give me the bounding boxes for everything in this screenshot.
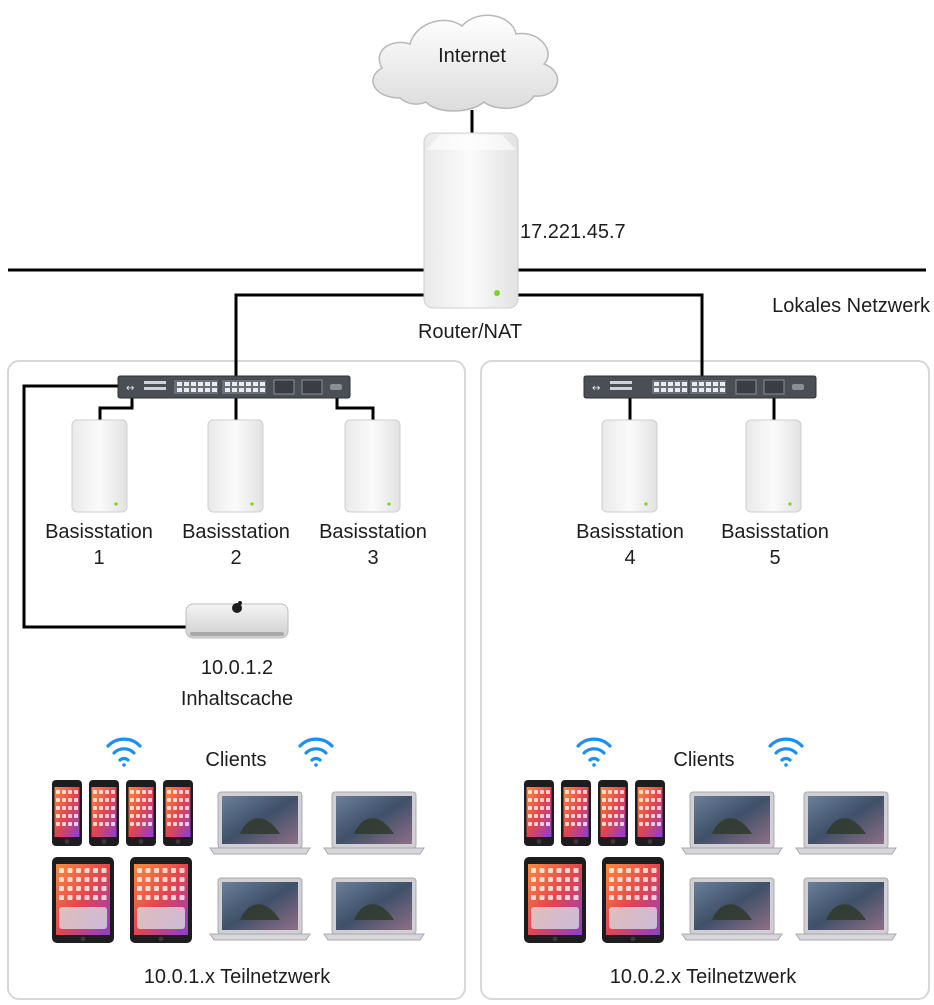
iphone-icon — [52, 780, 82, 846]
cache-ip-label: 10.0.1.2 — [200, 657, 274, 679]
wifi-icon — [298, 737, 334, 767]
macbook-icon — [323, 791, 425, 855]
iphone-icon — [89, 780, 119, 846]
router-device — [423, 132, 519, 309]
router-link-right — [518, 293, 704, 378]
wifi-icon — [106, 737, 142, 767]
base-station-3 — [344, 419, 401, 513]
wifi-icon — [576, 737, 612, 767]
iphone-icon — [561, 780, 591, 846]
station-2-label: Basisstation 2 — [182, 521, 290, 569]
switch-right: ↔ — [583, 375, 817, 399]
macbook-icon — [795, 877, 897, 941]
subnet-label-right: 10.0.2.x Teilnetzwerk — [609, 966, 797, 988]
router-label: Router/NAT — [417, 321, 523, 343]
clients-label-left: Clients — [205, 749, 267, 771]
ipad-icon — [52, 857, 114, 943]
ipad-icon — [524, 857, 586, 943]
svg-text:↔: ↔ — [592, 383, 600, 394]
macbook-icon — [681, 877, 783, 941]
cache-label: Inhaltscache — [180, 688, 294, 710]
subnet-label-left: 10.0.1.x Teilnetzwerk — [143, 966, 331, 988]
cloud-icon — [372, 14, 559, 112]
base-station-4 — [601, 419, 658, 513]
ipad-icon — [602, 857, 664, 943]
macbook-icon — [209, 877, 311, 941]
internet-label: Internet — [438, 45, 506, 67]
iphone-icon — [598, 780, 628, 846]
subnet-panel-right — [480, 360, 930, 1000]
station-3-label: Basisstation 3 — [319, 521, 427, 569]
client-devices-left — [52, 780, 425, 943]
router-ip-label: 17.221.45.7 — [520, 221, 626, 243]
client-devices-right — [524, 780, 897, 943]
iphone-icon — [635, 780, 665, 846]
switch-left: ↔ — [117, 375, 351, 399]
station-5-label: Basisstation 5 — [721, 521, 829, 569]
wifi-icon — [768, 737, 804, 767]
clients-label-right: Clients — [673, 749, 735, 771]
link-station-3 — [335, 398, 375, 420]
svg-text:↔: ↔ — [126, 383, 134, 394]
link-station-1 — [98, 398, 134, 420]
base-station-5 — [745, 419, 802, 513]
iphone-icon — [126, 780, 156, 846]
macbook-icon — [209, 791, 311, 855]
iphone-icon — [524, 780, 554, 846]
router-link-left — [234, 293, 426, 378]
cache-link — [22, 384, 190, 629]
ipad-icon — [130, 857, 192, 943]
macbook-icon — [795, 791, 897, 855]
content-cache-device — [185, 601, 289, 639]
station-4-label: Basisstation 4 — [576, 521, 684, 569]
macbook-icon — [681, 791, 783, 855]
base-station-2 — [207, 419, 264, 513]
local-network-label: Lokales Netzwerk — [772, 295, 930, 317]
iphone-icon — [163, 780, 193, 846]
station-1-label: Basisstation 1 — [45, 521, 153, 569]
macbook-icon — [323, 877, 425, 941]
base-station-1 — [71, 419, 128, 513]
